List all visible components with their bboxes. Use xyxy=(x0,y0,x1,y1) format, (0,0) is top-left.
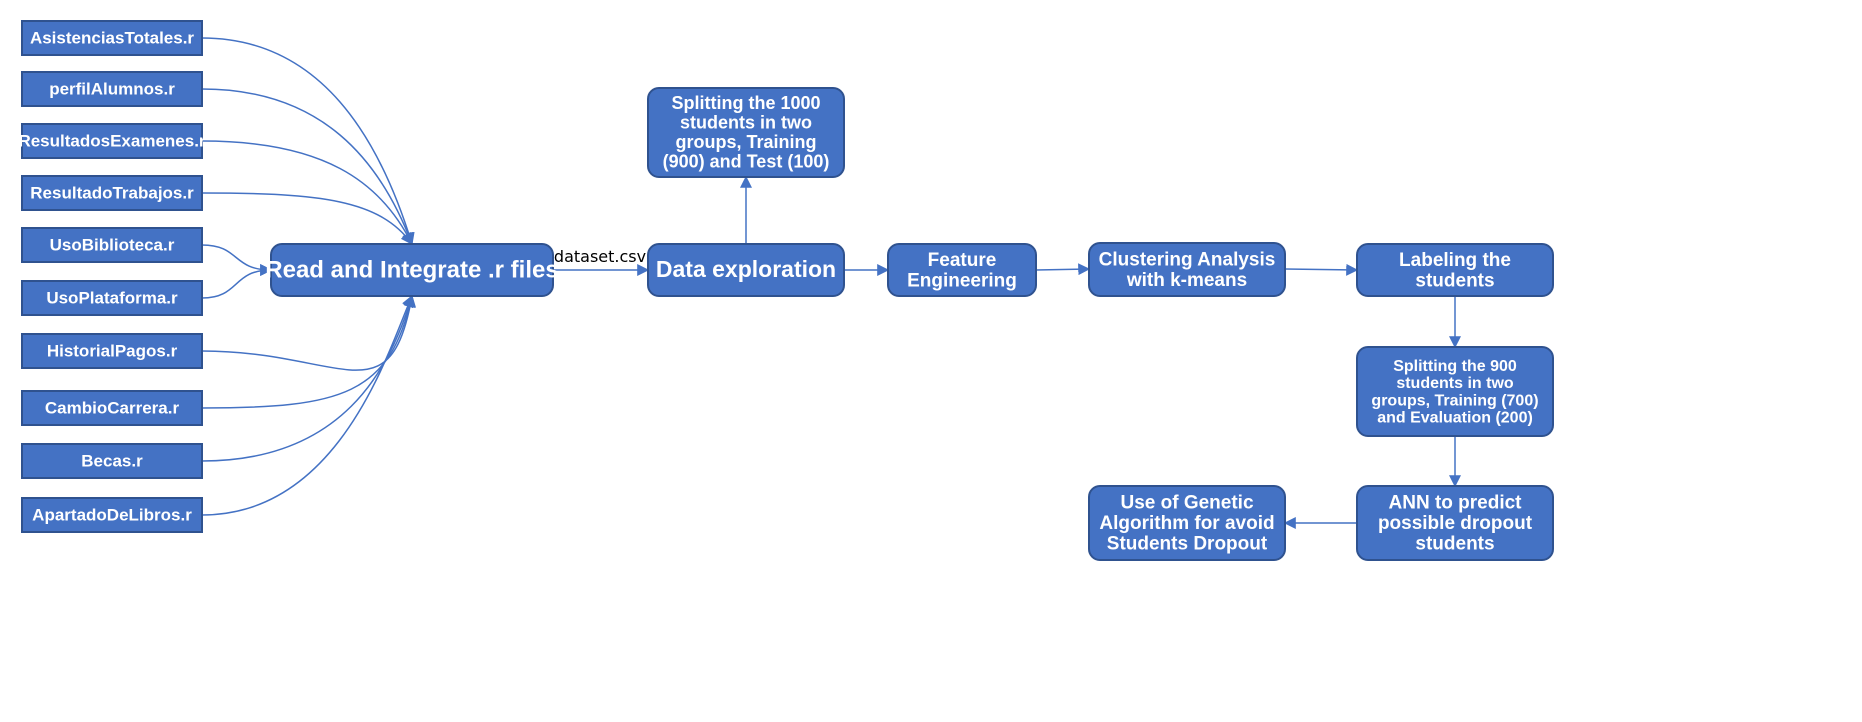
node-label-line: Feature xyxy=(928,250,997,271)
data-exploration-node: Data exploration xyxy=(647,243,845,297)
node-label-line: students xyxy=(1415,534,1494,555)
source-file-node: CambioCarrera.r xyxy=(21,390,203,426)
source-edge xyxy=(201,294,416,409)
node-label-line: Clustering Analysis xyxy=(1099,249,1276,270)
source-edge xyxy=(201,244,273,276)
process-box xyxy=(647,87,845,178)
feature-to-cluster-edge xyxy=(1035,263,1091,276)
node-label-line: ANN to predict xyxy=(1389,492,1523,513)
source-file-box xyxy=(21,71,203,107)
source-file-node: ResultadosExamenes.r xyxy=(18,123,206,159)
process-box xyxy=(270,243,554,297)
source-file-box xyxy=(21,333,203,369)
node-label-line: Splitting the 900 xyxy=(1393,358,1517,375)
source-file-box xyxy=(21,280,203,316)
node-label-line: students xyxy=(1415,270,1494,291)
process-box xyxy=(1356,485,1554,561)
source-file-node: HistorialPagos.r xyxy=(21,333,203,369)
source-file-label: Becas.r xyxy=(81,451,143,470)
source-file-label: AsistenciasTotales.r xyxy=(30,28,194,47)
source-file-node: UsoBiblioteca.r xyxy=(21,227,203,263)
node-label-line: and Evaluation (200) xyxy=(1377,410,1533,427)
source-file-box xyxy=(21,390,203,426)
source-file-box xyxy=(21,20,203,56)
process-box xyxy=(887,243,1037,297)
source-edge xyxy=(201,140,413,246)
source-file-label: ResultadosExamenes.r xyxy=(18,131,205,150)
dataset-edge-label: dataset.csv xyxy=(554,247,646,266)
node-label-line: with k-means xyxy=(1126,270,1247,291)
source-edge xyxy=(201,264,273,299)
node-label-line: Labeling the xyxy=(1399,250,1511,271)
source-file-box xyxy=(21,443,203,479)
process-box xyxy=(1088,242,1286,297)
cluster-to-label-edge xyxy=(1284,263,1359,276)
source-file-label: ResultadoTrabajos.r xyxy=(30,183,194,202)
node-label-line: Data exploration xyxy=(656,256,836,282)
source-file-label: UsoBiblioteca.r xyxy=(50,235,175,254)
integrate-files-node: Read and Integrate .r files xyxy=(265,243,559,297)
source-edge xyxy=(201,294,414,516)
source-file-label: ApartadoDeLibros.r xyxy=(32,505,192,524)
node-label-line: Algorithm for avoid xyxy=(1099,513,1274,534)
source-edge xyxy=(201,294,417,371)
source-edge xyxy=(201,192,413,245)
source-file-box xyxy=(21,497,203,533)
edges-layer: dataset.csv xyxy=(201,37,1461,529)
source-file-node: ApartadoDeLibros.r xyxy=(21,497,203,533)
node-label-line: possible dropout xyxy=(1378,513,1533,534)
source-file-box xyxy=(21,123,203,159)
source-file-label: CambioCarrera.r xyxy=(45,398,180,417)
source-file-node: Becas.r xyxy=(21,443,203,479)
node-label-line: students in two xyxy=(1396,375,1514,392)
source-file-box xyxy=(21,227,203,263)
process-box xyxy=(647,243,845,297)
source-file-box xyxy=(21,175,203,211)
node-label-line: groups, Training (700) xyxy=(1371,392,1538,409)
source-file-node: ResultadoTrabajos.r xyxy=(21,175,203,211)
process-box xyxy=(1356,243,1554,297)
node-label-line: students in two xyxy=(680,113,812,133)
process-box xyxy=(1356,346,1554,437)
source-edge xyxy=(201,37,415,246)
source-file-node: UsoPlataforma.r xyxy=(21,280,203,316)
node-label-line: Use of Genetic xyxy=(1120,492,1253,513)
source-edge xyxy=(201,88,414,246)
node-label-line: groups, Training xyxy=(675,132,816,152)
source-edge xyxy=(201,294,415,462)
source-file-node: perfilAlumnos.r xyxy=(21,71,203,107)
node-label-line: Splitting the 1000 xyxy=(671,93,820,113)
node-label-line: Students Dropout xyxy=(1107,534,1268,555)
source-file-label: UsoPlataforma.r xyxy=(46,288,178,307)
nodes-layer: AsistenciasTotales.r perfilAlumnos.rResul… xyxy=(18,20,1554,561)
process-box xyxy=(1088,485,1286,561)
source-file-label: HistorialPagos.r xyxy=(47,341,178,360)
source-file-node: AsistenciasTotales.r xyxy=(21,20,203,56)
node-label-line: Engineering xyxy=(907,270,1017,291)
node-label-line: Read and Integrate .r files xyxy=(265,256,558,283)
source-file-label: perfilAlumnos.r xyxy=(49,79,175,98)
node-label-line: (900) and Test (100) xyxy=(663,151,830,171)
